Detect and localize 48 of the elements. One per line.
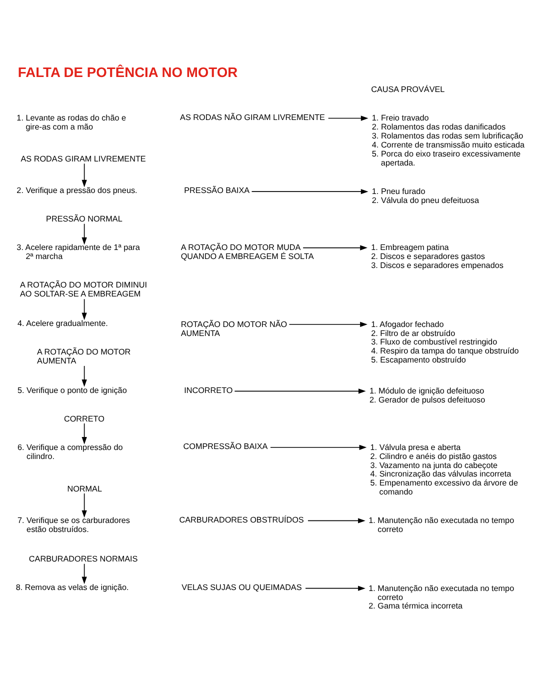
node-text: PRESSÃO NORMAL [46,214,122,224]
arrow [82,492,87,518]
node-text: CARBURADORES NORMAIS [28,554,138,563]
node-text: A ROTAÇÃO DO MOTOR DIMINUI AO SOLTAR-SE A EMBREAGEM [20,280,147,298]
diagram-title: FALTA DE POTÊNCIA NO MOTOR [18,63,238,80]
node-text: 1. Manutenção não executada no tempo correto [368,516,514,534]
arrow [82,162,87,187]
node-text: AS RODAS GIRAM LIVREMENTE [20,154,146,163]
arrow [82,222,87,244]
arrow [251,188,368,194]
node-text: 2. Verifique a pressão dos pneus. [16,186,138,195]
node-text: 1. Embreagem patina 2. Discos e separadores gastos 3. Discos e separadores empenados [371,242,504,270]
arrow [305,585,366,590]
arrow [288,321,368,326]
node-text: VELAS SUJAS OU QUEIMADAS [182,582,302,592]
arrow [308,518,366,523]
label: 1. Levante as rodas do chão e gire-as com a mão [16,113,126,132]
node-text: NORMAL [67,484,102,493]
node-text: 1. Válvula presa e aberta 2. Cilindro e anéis do pistão gastos 3. Vazamento na junta do cabeçote 4. Sincronização das válvulas incorreta 5. Empenamento excessivo da árvore de comando [370,442,518,496]
node-text: 1. Módulo de ignição defeituoso 2. Gerador de pulsos defeituoso [369,386,486,404]
node-text: 1. Freio travado 2. Rolamentos das rodas danificados 3. Rolamentos das rodas sem lubrificação 4. Corrente de transmissão muito esticada 5. Porca do eixo traseiro excessivamente apertada. [372,113,525,168]
arrow [82,562,87,584]
arrow [328,115,368,120]
node-text: 3. Acelere rapidamente de 1ª para 2ª marcha [16,242,140,261]
arrow [234,388,366,394]
node-text: 1. Pneu furado 2. Válvula do pneu defeituosa [372,186,479,204]
arrow [82,298,87,320]
node-text: ROTAÇÃO DO MOTOR NÃO AUMENTA [180,319,288,338]
node-text: CARBURADORES OBSTRUÍDOS [179,514,304,524]
node-text: COMPRESSÃO BAIXA [183,442,268,451]
node-text: 7. Verifique se os carburadores estão obstruídos. [18,516,130,534]
node-text: AS RODAS NÃO GIRAM LIVREMENTE [180,112,325,122]
label: CAUSA PROVÁVEL [371,84,445,94]
node-text: A ROTAÇÃO DO MOTOR MUDA QUANDO A EMBREAGEM É SOLTA [180,242,314,261]
arrow [270,444,367,450]
node-text: CORRETO [64,414,104,423]
arrow [302,244,368,250]
node-text: 5. Verifique o ponto de ignição [18,385,127,394]
arrow [82,365,87,386]
node-text: 1. Afogador fechado 2. Filtro de ar obstruído 3. Fluxo de combustível restringido 4. Respiro da tampa do tanque obstruído 5. Escapamento obstruído [371,319,519,364]
node-text: 6. Verifique a compressão do cilindro. [18,442,123,460]
node-text: 4. Acelere gradualmente. [18,318,108,328]
node-text: PRESSÃO BAIXA [184,186,250,195]
node-text: 8. Remova as velas de ignição. [16,582,129,592]
arrow [82,422,87,444]
node-text: 1. Manutenção não executada no tempo correto 2. Gama térmica incorreta [368,583,514,610]
node-text: INCORRETO [184,385,233,394]
node-text: A ROTAÇÃO DO MOTOR AUMENTA [37,347,131,365]
